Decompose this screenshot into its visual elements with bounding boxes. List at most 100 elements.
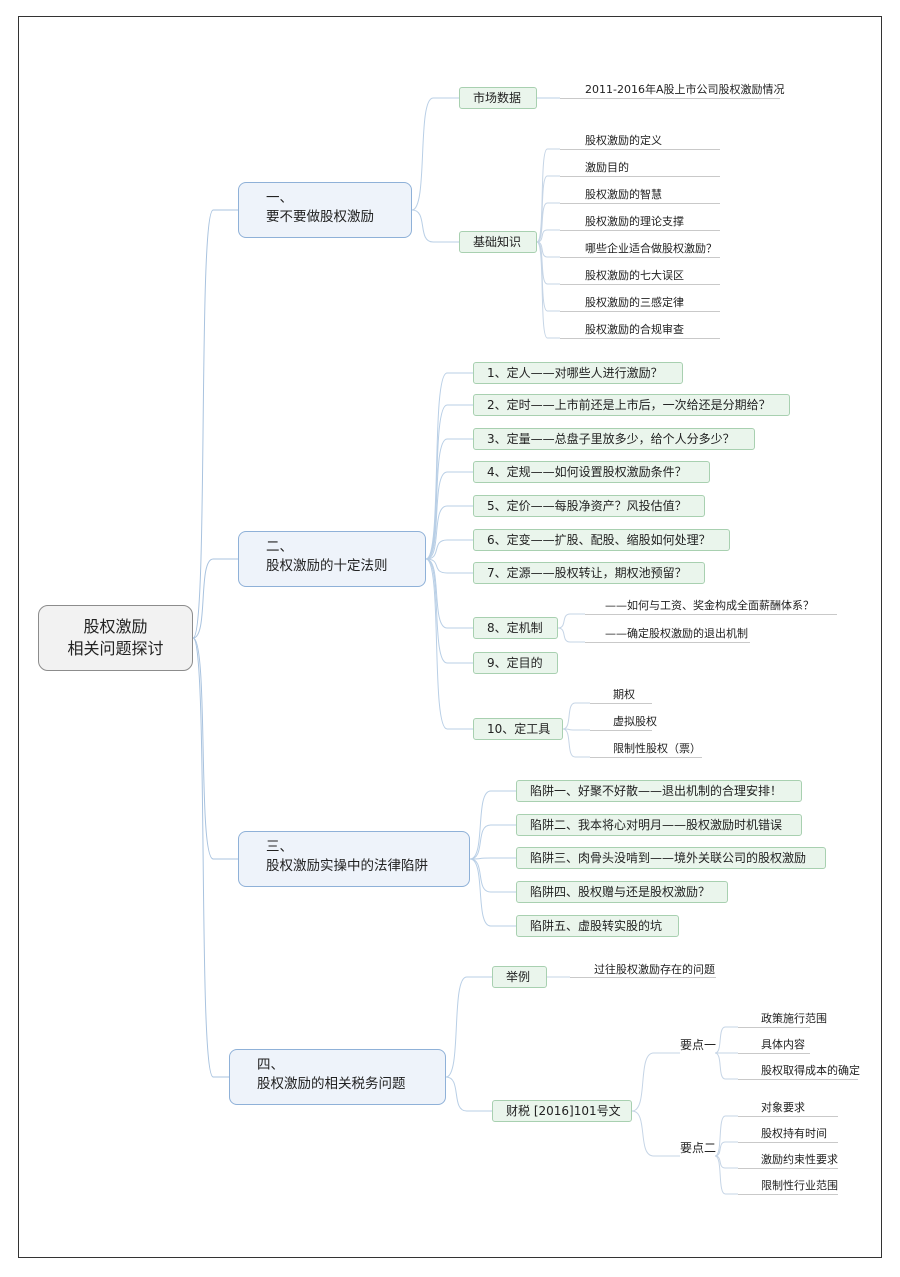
ten-rule-item[interactable]: 4、定规——如何设置股权激励条件？ [473,461,710,483]
branch-2-number: 二、 [266,539,293,555]
basic-knowledge-leaf[interactable]: 股权激励的智慧 [585,188,662,201]
connector-line [469,858,516,893]
connector-line [425,558,473,664]
connector-line [631,1052,680,1112]
connector-line [536,241,560,339]
branch-1-topic[interactable]: 一、 要不要做股权激励 [238,182,412,238]
market-data-node[interactable]: 市场数据 [459,87,537,109]
basic-knowledge-node[interactable]: 基础知识 [459,231,537,253]
connector-line [445,1076,492,1112]
connector-line [192,637,238,1078]
point-2-leaf[interactable]: 对象要求 [761,1101,805,1114]
leaf-underline [560,98,780,99]
leaf-underline [560,203,720,204]
branch-4-topic[interactable]: 四、 股权激励的相关税务问题 [229,1049,446,1105]
leaf-underline [738,1142,838,1143]
leaf-underline [560,149,720,150]
point-2-leaf[interactable]: 股权持有时间 [761,1127,827,1140]
mechanism-leaf[interactable]: ——如何与工资、奖金构成全面薪酬体系？ [605,599,814,612]
basic-knowledge-leaf[interactable]: 哪些企业适合做股权激励？ [585,242,717,255]
tool-leaf[interactable]: 虚拟股权 [613,715,657,728]
connector-line [425,539,473,560]
point-1-node[interactable]: 要点一 [680,1038,717,1052]
leaf-underline [738,1168,838,1169]
example-node[interactable]: 举例 [492,966,547,988]
connector-line [469,824,516,860]
ten-rule-item[interactable]: 6、定变——扩股、配股、缩股如何处理？ [473,529,730,551]
branch-4-title: 股权激励的相关税务问题 [257,1076,406,1092]
ten-rule-item[interactable]: 7、定源——股权转让，期权池预留？ [473,562,705,584]
connector-line [469,790,516,860]
branch-2-topic[interactable]: 二、 股权激励的十定法则 [238,531,426,587]
connector-line [536,148,560,243]
ten-rule-item[interactable]: 8、定机制 [473,617,558,639]
leaf-underline [590,730,652,731]
tool-leaf[interactable]: 限制性股权（票） [613,742,701,755]
branch-3-title: 股权激励实操中的法律陷阱 [266,858,428,874]
connector-line [425,505,473,560]
point-2-node[interactable]: 要点二 [680,1141,717,1155]
tax-document-node[interactable]: 财税 [2016]101号文 [492,1100,632,1122]
leaf-underline [560,230,720,231]
connector-line [425,558,473,574]
branch-3-number: 三、 [266,839,293,855]
leaf-underline [570,977,716,978]
page-frame [18,16,882,1258]
leaf-underline [738,1194,838,1195]
ten-rule-item[interactable]: 9、定目的 [473,652,558,674]
connector-line [536,229,560,243]
branch-1-number: 一、 [266,190,293,206]
connector-line [445,976,492,1078]
point-2-leaf[interactable]: 限制性行业范围 [761,1179,838,1192]
connector-line [714,1141,738,1157]
leaf-underline [560,311,720,312]
market-data-leaf[interactable]: 2011-2016年A股上市公司股权激励情况 [585,83,785,96]
connector-line [536,202,560,243]
point-1-leaf[interactable]: 政策施行范围 [761,1012,827,1025]
connector-line [562,702,590,730]
connector-line [557,613,585,629]
leaf-underline [560,284,720,285]
tool-leaf[interactable]: 期权 [613,688,635,701]
legal-trap-item[interactable]: 陷阱五、虚股转实股的坑 [516,915,679,937]
basic-knowledge-leaf[interactable]: 股权激励的三感定律 [585,296,684,309]
ten-rule-item[interactable]: 10、定工具 [473,718,563,740]
basic-knowledge-leaf[interactable]: 激励目的 [585,161,629,174]
basic-knowledge-leaf[interactable]: 股权激励的理论支撑 [585,215,684,228]
basic-knowledge-leaf[interactable]: 股权激励的七大误区 [585,269,684,282]
point-2-leaf[interactable]: 激励约束性要求 [761,1153,838,1166]
root-line-2: 相关问题探讨 [67,639,164,658]
mechanism-leaf[interactable]: ——确定股权激励的退出机制 [605,627,748,640]
connector-line [425,471,473,560]
connector-line [425,438,473,560]
connector-line [631,1110,680,1157]
root-line-1: 股权激励 [83,617,148,636]
legal-trap-item[interactable]: 陷阱四、股权赠与还是股权激励？ [516,881,728,903]
connector-line [562,728,590,731]
ten-rule-item[interactable]: 3、定量——总盘子里放多少，给个人分多少？ [473,428,755,450]
point-1-leaf[interactable]: 具体内容 [761,1038,805,1051]
leaf-underline [560,176,720,177]
connector-line [714,1026,738,1054]
connector-line [536,175,560,243]
branch-1-title: 要不要做股权激励 [266,209,374,225]
legal-trap-item[interactable]: 陷阱一、好聚不好散——退出机制的合理安排！ [516,780,802,802]
connector-line [714,1052,738,1080]
leaf-underline [738,1116,838,1117]
basic-knowledge-leaf[interactable]: 股权激励的定义 [585,134,662,147]
branch-3-topic[interactable]: 三、 股权激励实操中的法律陷阱 [238,831,470,887]
example-leaf[interactable]: 过往股权激励存在的问题 [594,963,715,976]
ten-rule-item[interactable]: 5、定价——每股净资产？风投估值？ [473,495,705,517]
legal-trap-item[interactable]: 陷阱二、我本将心对明月——股权激励时机错误 [516,814,802,836]
leaf-underline [585,642,750,643]
leaf-underline [738,1053,810,1054]
ten-rule-item[interactable]: 1、定人——对哪些人进行激励？ [473,362,683,384]
connector-line [562,728,590,758]
basic-knowledge-leaf[interactable]: 股权激励的合规审查 [585,323,684,336]
connector-line [192,558,238,639]
root-topic[interactable]: 股权激励 相关问题探讨 [38,605,193,671]
ten-rule-item[interactable]: 2、定时——上市前还是上市后，一次给还是分期给？ [473,394,790,416]
legal-trap-item[interactable]: 陷阱三、肉骨头没啃到——境外关联公司的股权激励 [516,847,826,869]
point-1-leaf[interactable]: 股权取得成本的确定 [761,1064,860,1077]
